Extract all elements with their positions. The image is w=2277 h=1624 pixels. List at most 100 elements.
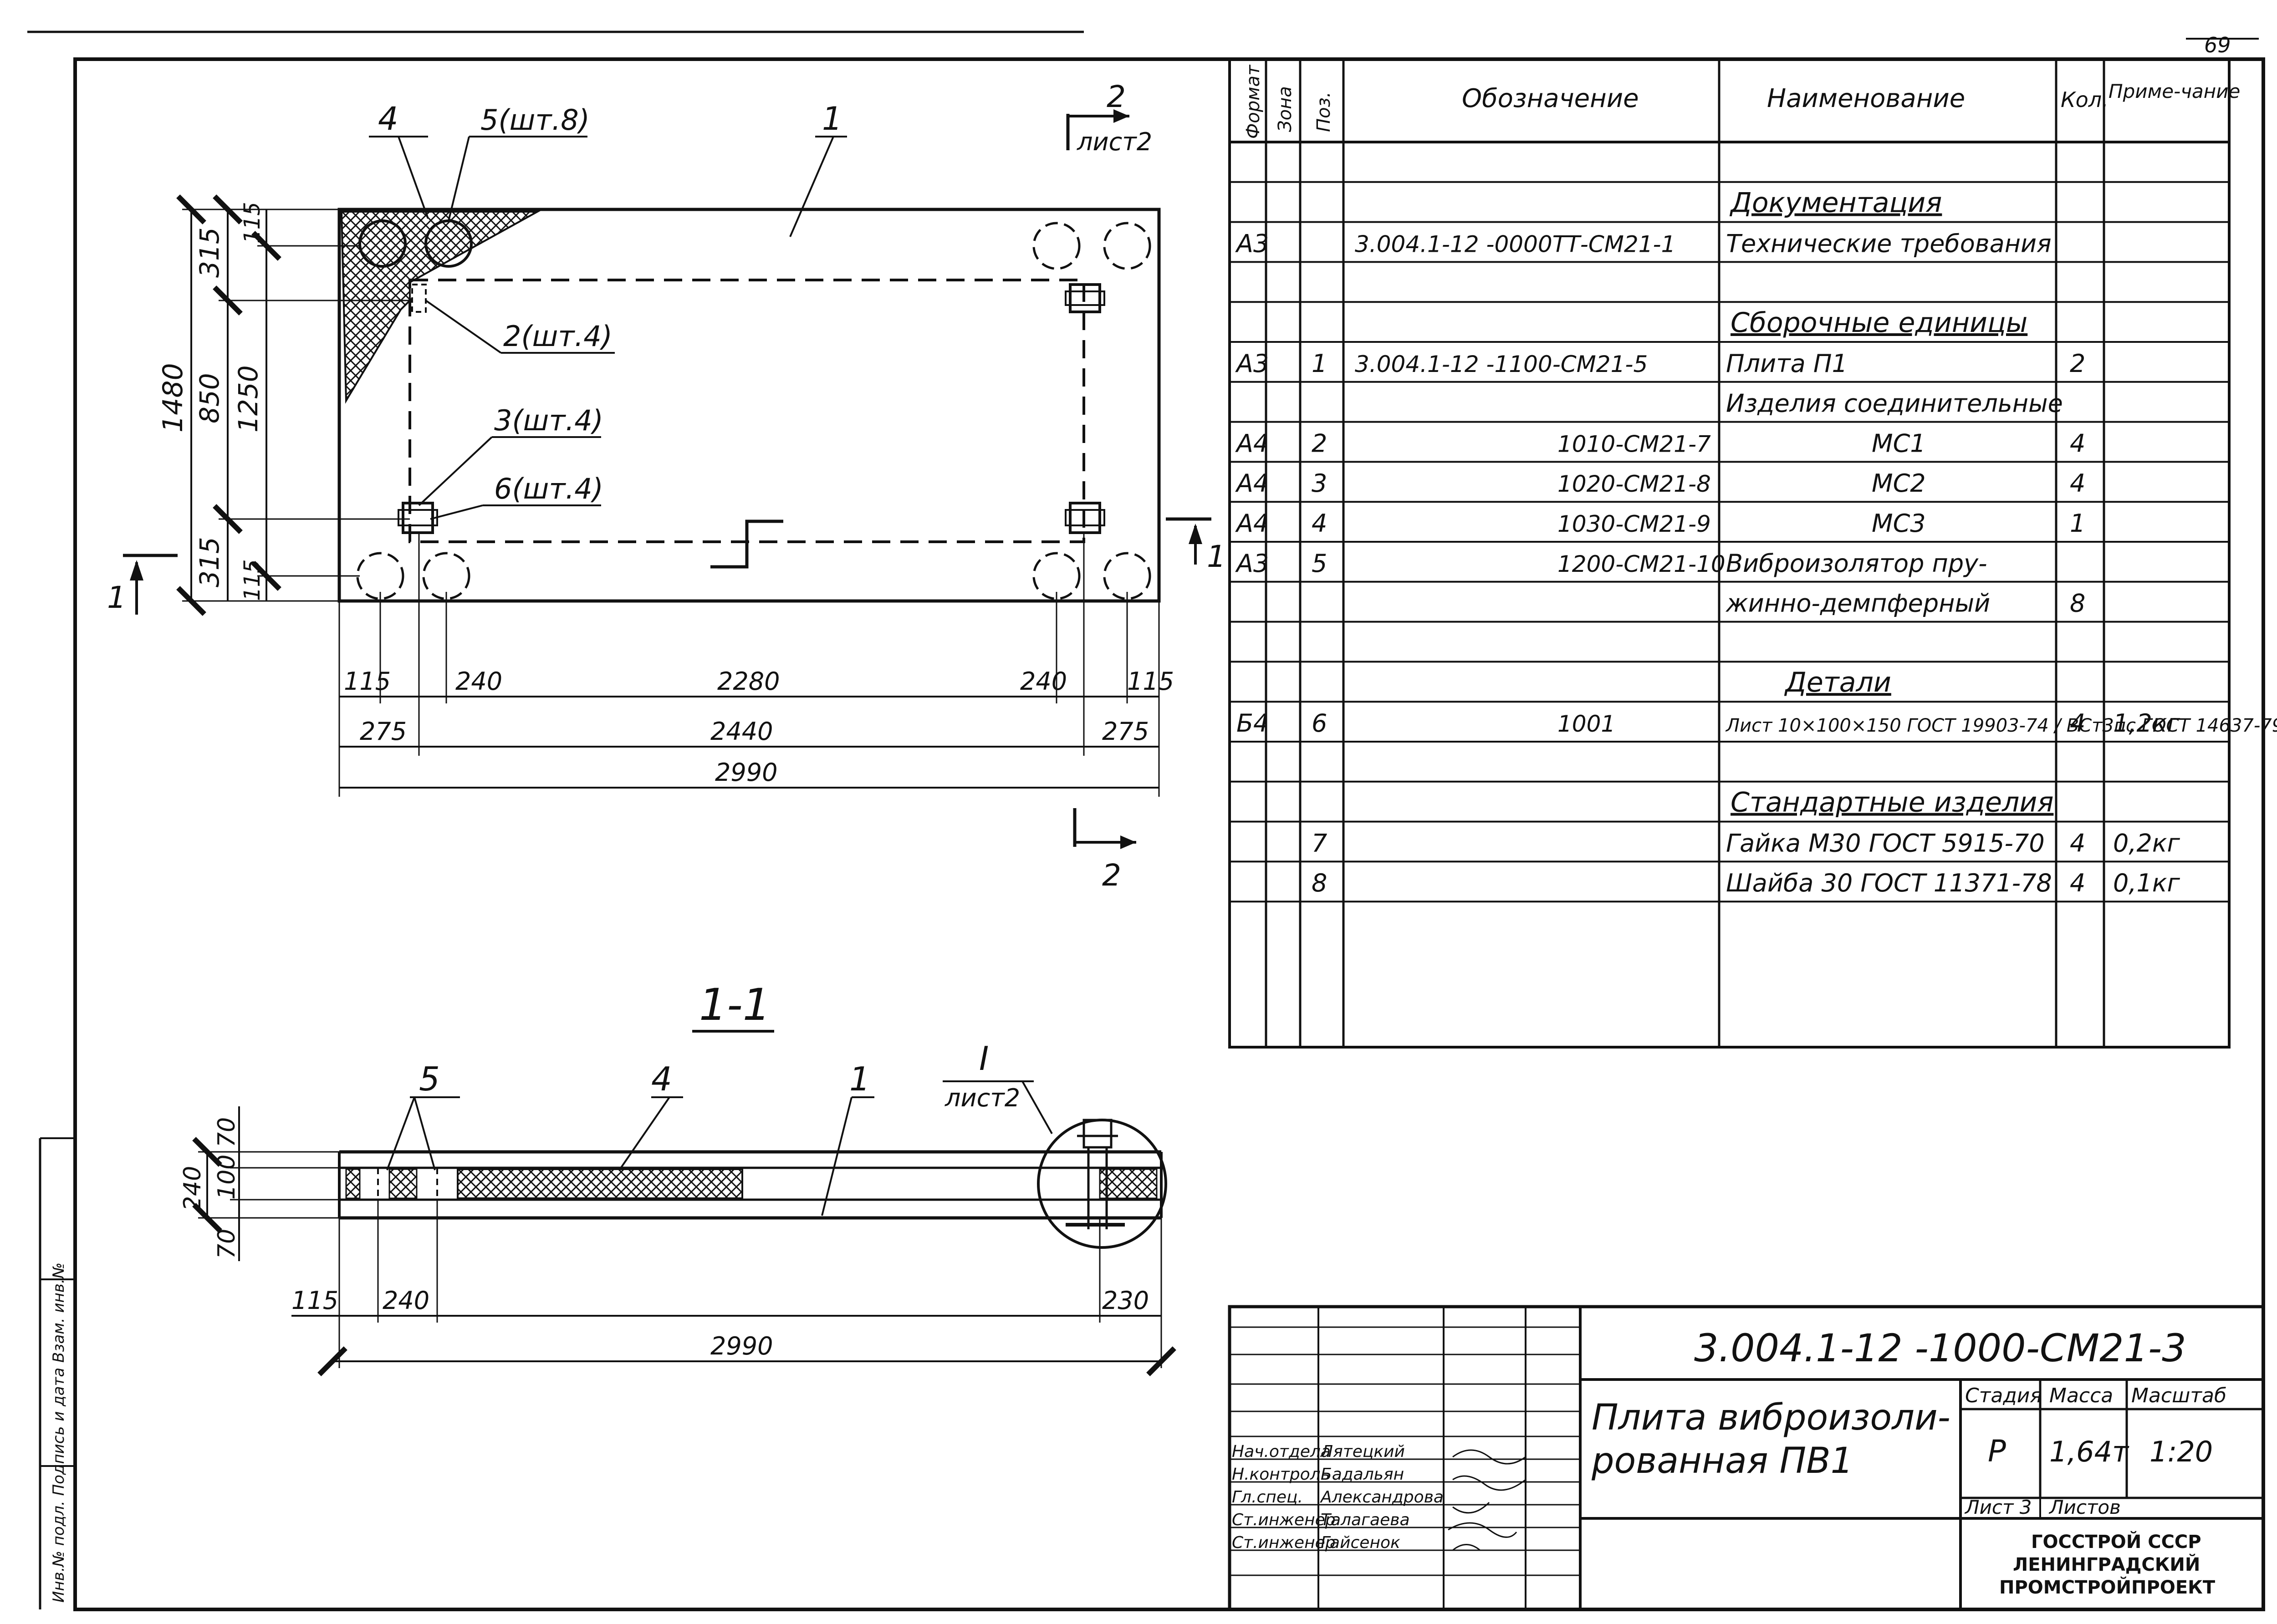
section-callout-item4: 4: [651, 1060, 672, 1098]
spec-cell-pos: 5: [1312, 549, 1327, 578]
spec-cell-format: А3: [1235, 349, 1269, 378]
callout-item5: 5(шт.8): [480, 103, 590, 137]
sheet-label: Лист 3: [1964, 1496, 2032, 1518]
spec-cell-note: 0,2кг: [2113, 829, 2180, 857]
spec-cell-name: Лист 10×100×150 ГОСТ 19903-74 / ВСт3пс Г…: [1725, 715, 2277, 736]
plan-dims-left: 1480 315 850 315 1250 115 115: [157, 194, 410, 616]
spec-cell-qty: 4: [2070, 829, 2085, 857]
section-hatch-main: [457, 1168, 743, 1199]
section-dim-bottom: 70: [213, 1229, 240, 1259]
mass-label: Масса: [2049, 1384, 2113, 1407]
spec-cell-designation: 1001: [1557, 711, 1615, 737]
stage-value: Р: [1988, 1434, 2006, 1469]
plan-view: 4 5(шт.8) 1 2(шт.4) 3(шт.4) 6(шт.4) 2 ли…: [107, 79, 1226, 893]
section-mark-2-top: 2 лист2: [1066, 79, 1152, 156]
cut-mark-left: 1: [107, 554, 178, 615]
staff-name: Гайсенок: [1321, 1533, 1400, 1552]
cut-mark-right-label: 1: [1207, 539, 1226, 574]
dim-b-240-right: 240: [1020, 667, 1067, 696]
dim-inner: 1250: [233, 365, 264, 433]
spec-cell-pos: 7: [1312, 829, 1327, 857]
spec-cell-format: А4: [1235, 469, 1269, 498]
plate-outline: [337, 208, 1161, 603]
dim-b-total: 2990: [715, 758, 777, 787]
spec-cell-name: жинно-демпферный: [1725, 589, 1990, 618]
header-format: Формат: [1243, 64, 1264, 139]
section-dim-115: 115: [291, 1286, 338, 1315]
staff-role: Ст.инженер: [1232, 1511, 1336, 1529]
staff-role: Нач.отдела: [1232, 1442, 1331, 1461]
callout-item6: 6(шт.4): [494, 472, 603, 505]
top-edge: 69: [27, 31, 2259, 57]
spec-cell-designation: 1020-СМ21-8: [1557, 471, 1711, 497]
title-code: 3.004.1-12 -1000-СМ21-3: [1694, 1326, 2186, 1370]
spec-cell-designation: 1010-СМ21-7: [1557, 431, 1711, 457]
spec-cell-name: Виброизолятор пру-: [1726, 549, 1987, 578]
section-hatch-left: [345, 1168, 361, 1199]
spec-cell-qty: 4: [2070, 869, 2085, 897]
spec-cell-name: Детали: [1784, 667, 1891, 698]
title-line1: Плита виброизоли-: [1592, 1397, 1950, 1438]
callout-item3: 3(шт.4): [494, 404, 603, 437]
scale-value: 1:20: [2149, 1435, 2213, 1468]
dim-outer-top: 315: [194, 227, 225, 278]
spec-cell-format: А4: [1235, 509, 1269, 538]
section-dims-bottom: 115 240 230 2990: [291, 1200, 1176, 1376]
spec-cell-name: Технические требования: [1726, 229, 2052, 258]
stage-label: Стадия: [1965, 1384, 2042, 1407]
spec-cell-name: Шайба 30 ГОСТ 11371-78: [1726, 869, 2052, 897]
callout-item4: 4: [378, 100, 398, 137]
section-mark-sheet: лист2: [1077, 127, 1152, 156]
spec-cell-qty: 4: [2070, 429, 2085, 458]
header-pos: Поз.: [1313, 92, 1334, 132]
section-mark-2-bottom: 2: [1073, 808, 1136, 893]
staff-rows: Нач.отделаЛятецкийН.контрольБадальянГл.с…: [1232, 1442, 1444, 1552]
header-note: Приме-чание: [2109, 80, 2240, 102]
org-line3: ПРОМСТРОЙПРОЕКТ: [1999, 1576, 2216, 1598]
detail-bolt: [1066, 1119, 1125, 1229]
spec-cell-name: Плита П1: [1726, 349, 1848, 378]
plan-dims-bottom: 115 240 2280 240 115 275 2440 275 2990: [338, 533, 1174, 797]
sheet-frame: [73, 57, 2265, 1611]
section-dim-mid: 100: [213, 1155, 240, 1200]
section-title: 1-1: [699, 979, 771, 1030]
section-hatch-right: [1099, 1168, 1158, 1199]
spec-cell-name: Стандартные изделия: [1731, 787, 2053, 819]
spec-cell-name: Изделия соединительные: [1726, 389, 2063, 418]
spec-cell-pos: 4: [1312, 509, 1327, 538]
callout-item1: 1: [822, 100, 842, 137]
staff-name: Талагаева: [1321, 1511, 1410, 1529]
dim-b-275-left: 275: [360, 717, 407, 746]
spec-cell-designation: 3.004.1-12 -1100-СМ21-5: [1355, 351, 1648, 377]
spec-cell-name: Сборочные единицы: [1731, 307, 2027, 339]
staff-name: Лятецкий: [1320, 1442, 1405, 1461]
spec-cell-name: МС3: [1872, 509, 1926, 538]
spec-cell-note: 1,2кг: [2113, 709, 2180, 738]
section-dim-230: 230: [1102, 1286, 1149, 1315]
spec-cell-pos: 2: [1312, 429, 1327, 458]
spec-cell-pos: 1: [1312, 349, 1327, 378]
section-callout-item5: 5: [419, 1060, 440, 1098]
spec-cell-pos: 3: [1312, 469, 1327, 498]
dim-outer-bottom: 315: [194, 537, 225, 587]
section-hatch-isolator: [388, 1168, 418, 1199]
spec-cell-qty: 4: [2070, 469, 2085, 498]
spec-cell-pos: 8: [1312, 869, 1327, 897]
section-dim-total: 240: [179, 1166, 206, 1211]
section-mark-bottom-label: 2: [1102, 858, 1121, 893]
spec-cell-format: А3: [1235, 229, 1269, 258]
dim-b-2280: 2280: [717, 667, 780, 696]
spec-cell-note: 0,1кг: [2113, 869, 2180, 897]
section-dims-left: 70 100 240 70: [179, 1106, 339, 1261]
spec-cell-format: А3: [1235, 549, 1269, 578]
section-leaders: [386, 1080, 1053, 1216]
scale-label: Масштаб: [2131, 1384, 2226, 1407]
spec-cell-name: Гайка М30 ГОСТ 5915-70: [1726, 829, 2045, 857]
section-dim-total: 2990: [710, 1332, 773, 1360]
staff-role: Ст.инженер: [1232, 1533, 1336, 1552]
dim-mid: 850: [194, 373, 225, 423]
spec-cell-designation: 1200-СМ21-10: [1557, 551, 1726, 577]
cut-mark-left-label: 1: [107, 580, 126, 615]
org-line2: ЛЕНИНГРАДСКИЙ: [2013, 1553, 2200, 1575]
